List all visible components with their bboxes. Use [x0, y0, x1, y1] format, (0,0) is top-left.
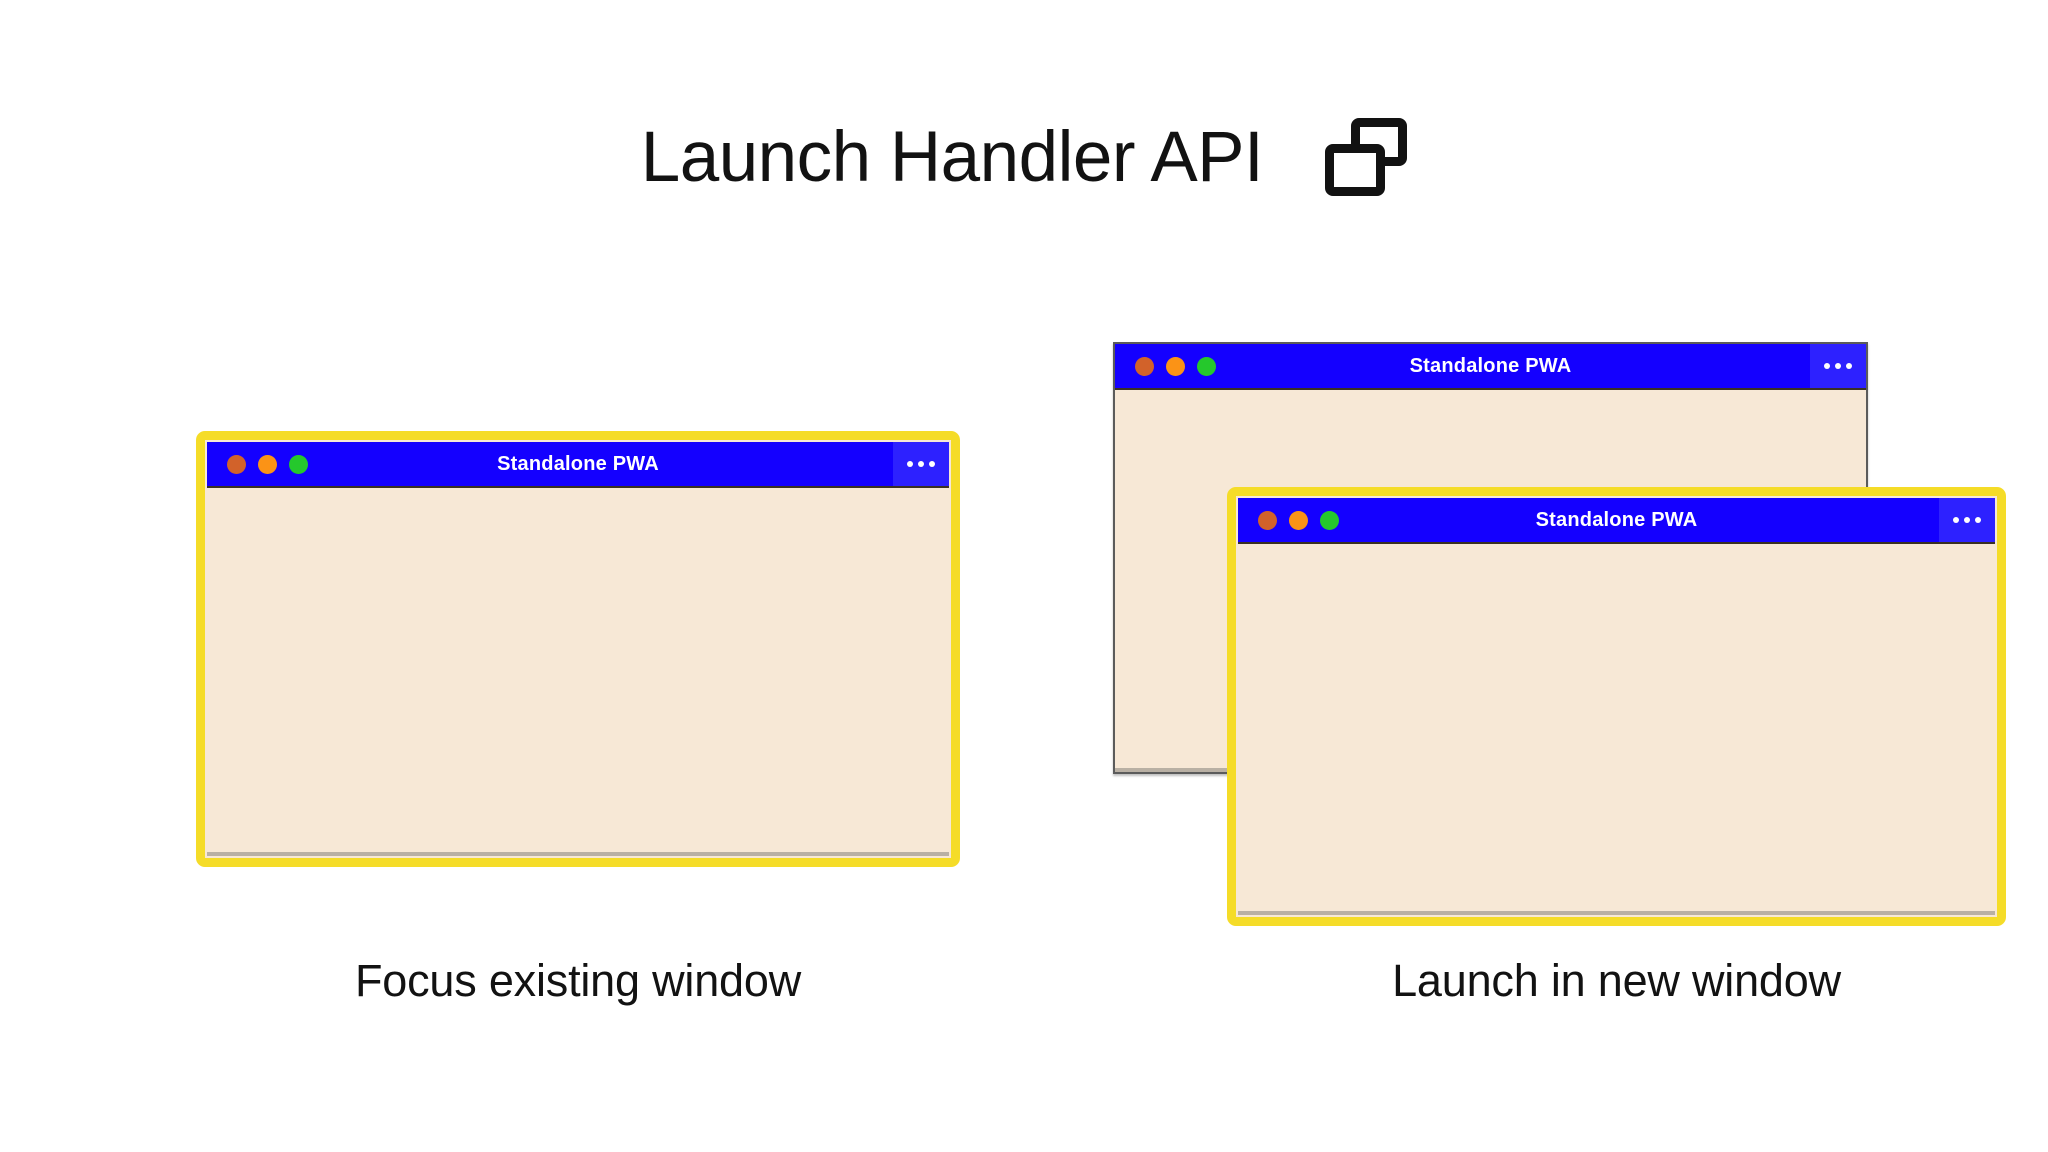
window-menu-button[interactable] — [893, 442, 949, 486]
window-titlebar[interactable]: Standalone PWA — [207, 442, 949, 488]
maximize-button-icon[interactable] — [289, 454, 308, 474]
minimize-button-icon[interactable] — [258, 454, 277, 474]
maximize-button-icon[interactable] — [1197, 356, 1216, 376]
window-title: Standalone PWA — [1409, 354, 1572, 377]
window-content-area — [1238, 544, 1995, 911]
multi-window-icon — [1325, 118, 1408, 196]
menu-dot-icon — [1835, 363, 1841, 369]
minimize-button-icon[interactable] — [1289, 510, 1308, 530]
menu-dot-icon — [1824, 363, 1830, 369]
window-menu-button[interactable] — [1939, 498, 1995, 542]
menu-dot-icon — [918, 461, 924, 467]
pwa-window-new[interactable]: Standalone PWA — [1227, 487, 2006, 926]
menu-dot-icon — [1964, 517, 1970, 523]
menu-dot-icon — [1846, 363, 1852, 369]
window-titlebar[interactable]: Standalone PWA — [1115, 344, 1866, 390]
multi-window-icon-front-pane — [1325, 144, 1386, 196]
close-button-icon[interactable] — [1258, 510, 1277, 530]
minimize-button-icon[interactable] — [1166, 356, 1185, 376]
traffic-lights — [1258, 510, 1339, 530]
window-content-area — [207, 488, 949, 852]
pwa-window-frame: Standalone PWA — [1238, 498, 1995, 915]
window-titlebar[interactable]: Standalone PWA — [1238, 498, 1995, 544]
scenario-caption-launch-in-new-window: Launch in new window — [1392, 955, 1841, 1006]
maximize-button-icon[interactable] — [1320, 510, 1339, 530]
window-menu-button[interactable] — [1810, 344, 1866, 388]
traffic-lights — [1135, 356, 1216, 376]
window-title: Standalone PWA — [1535, 508, 1698, 531]
page-title: Launch Handler API — [640, 117, 1264, 197]
close-button-icon[interactable] — [227, 454, 246, 474]
pwa-window-focused[interactable]: Standalone PWA — [196, 431, 960, 867]
menu-dot-icon — [1953, 517, 1959, 523]
slide-header: Launch Handler API — [0, 118, 2048, 196]
menu-dot-icon — [929, 461, 935, 467]
close-button-icon[interactable] — [1135, 356, 1154, 376]
menu-dot-icon — [1975, 517, 1981, 523]
scenario-caption-focus-existing-window: Focus existing window — [355, 955, 801, 1006]
menu-dot-icon — [907, 461, 913, 467]
window-title: Standalone PWA — [497, 452, 659, 475]
traffic-lights — [227, 454, 308, 474]
pwa-window-frame: Standalone PWA — [207, 442, 949, 856]
